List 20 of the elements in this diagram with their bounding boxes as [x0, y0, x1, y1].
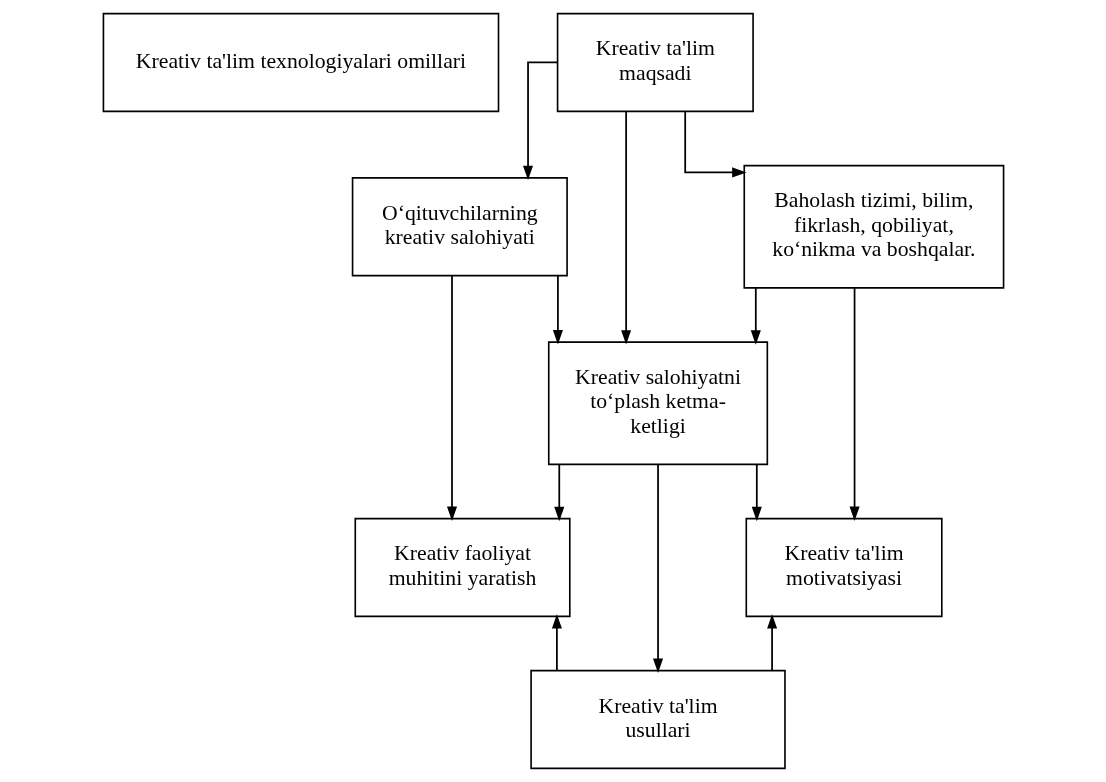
arrow	[766, 614, 777, 672]
node-box: Kreativ ta'lim maqsadi	[556, 12, 754, 113]
node-box: O‘qituvchilarning kreativ salohiyati	[351, 177, 568, 277]
arrow	[751, 463, 762, 522]
node-box: Kreativ ta'lim motivatsiyasi	[744, 517, 943, 618]
arrow	[522, 61, 558, 181]
arrow	[620, 110, 631, 345]
arrow	[849, 287, 860, 521]
arrow	[750, 287, 761, 345]
arrow	[652, 463, 663, 673]
arrow	[551, 614, 562, 672]
arrow	[683, 110, 747, 178]
arrow	[552, 275, 563, 345]
arrow	[553, 463, 564, 522]
node-box: Kreativ ta'lim texnologiyalari omillari	[102, 12, 499, 113]
node-box: Kreativ faoliyat muhitini yaratish	[353, 517, 571, 618]
node-box: Baholash tizimi, bilim, fikrlash, qobiliyat, ko‘nikma va boshqalar.	[742, 164, 1004, 289]
arrow	[446, 275, 457, 521]
node-box: Kreativ salohiyatni to‘plash ketma-ketligi	[547, 341, 768, 466]
node-box: Kreativ ta'lim usullari	[529, 669, 786, 770]
